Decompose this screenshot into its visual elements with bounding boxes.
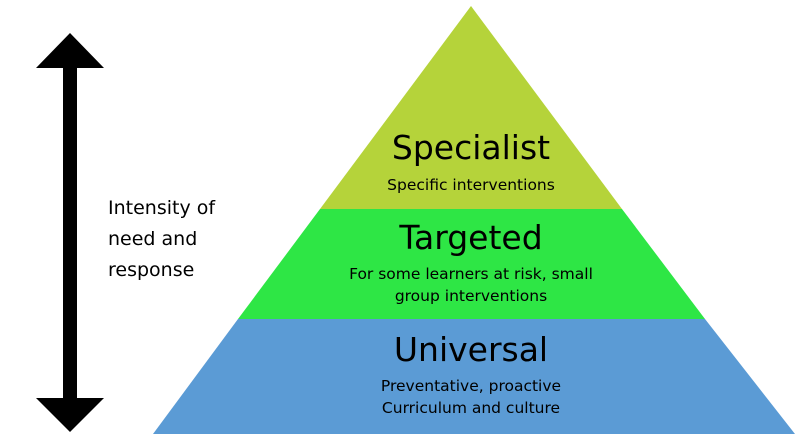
intensity-label-text: Intensity of need and response — [108, 197, 216, 281]
intensity-label: Intensity of need and response — [108, 193, 248, 286]
specialist-tier — [320, 6, 622, 209]
specialist-title: Specialist — [391, 128, 551, 167]
targeted-tier — [238, 209, 705, 319]
specialist-description: Specific interventions — [387, 176, 555, 194]
universal-description: Preventative, proactive Curriculum and c… — [380, 377, 562, 417]
universal-title: Universal — [393, 330, 549, 369]
targeted-title: Targeted — [399, 218, 543, 257]
targeted-description: For some learners at risk, small group i… — [349, 265, 593, 305]
double-headed-vertical-arrow-icon — [36, 33, 104, 432]
universal-tier — [153, 319, 795, 434]
